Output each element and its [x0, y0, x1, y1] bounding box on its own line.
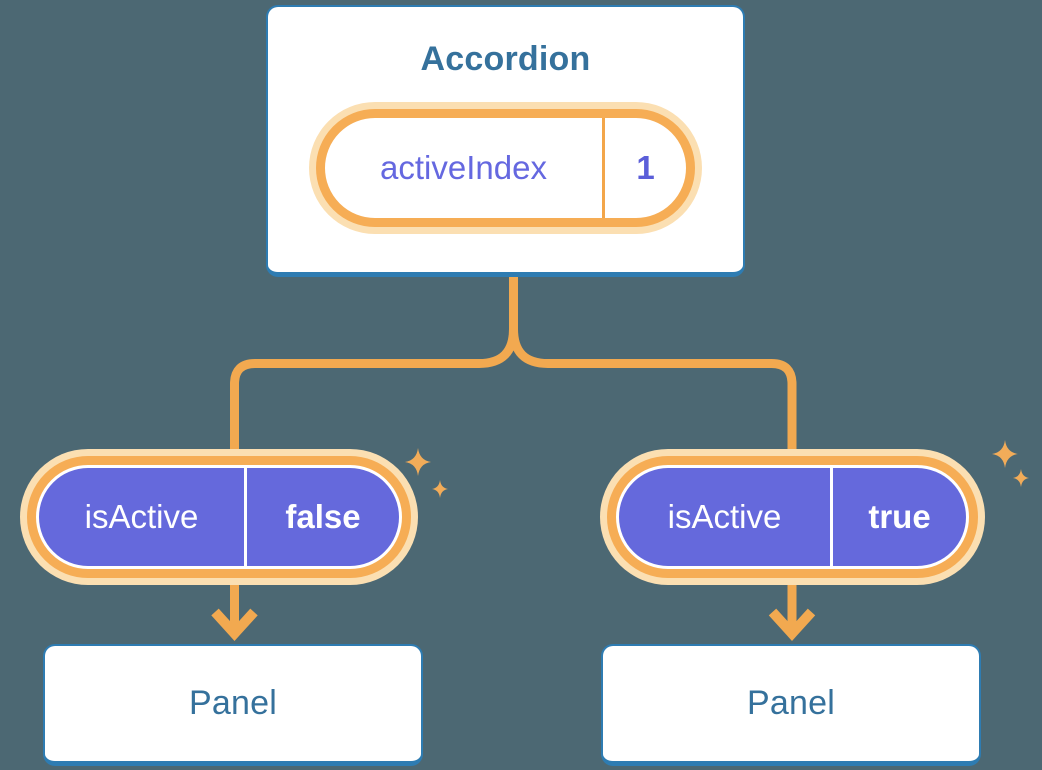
- connector-branch-right: [509, 328, 797, 465]
- sparkle-icon: [1013, 469, 1029, 487]
- pill-divider: [830, 468, 833, 566]
- prop-pill-right-inner: isActive true: [619, 468, 966, 566]
- pill-divider: [602, 118, 605, 218]
- accordion-title: Accordion: [420, 40, 591, 78]
- panel-box-right: Panel: [601, 644, 981, 766]
- prop-pill-left: isActive false: [27, 456, 411, 578]
- state-pill: activeIndex 1: [316, 109, 695, 227]
- accordion-component-box: Accordion activeIndex 1: [266, 5, 745, 277]
- panel-label: Panel: [189, 684, 277, 722]
- sparkle-icon: [432, 480, 448, 498]
- prop-pill-left-inner: isActive false: [39, 468, 399, 566]
- state-value: 1: [636, 149, 655, 186]
- prop-value: false: [285, 498, 361, 535]
- arrow-down-icon: [768, 608, 816, 641]
- pill-divider: [244, 468, 247, 566]
- connector-branch-left: [230, 328, 518, 465]
- panel-box-left: Panel: [43, 644, 423, 766]
- panel-label: Panel: [747, 684, 835, 722]
- arrow-down-icon: [211, 608, 258, 641]
- state-name: activeIndex: [380, 149, 547, 186]
- prop-value: true: [868, 498, 931, 535]
- prop-pill-right: isActive true: [607, 456, 978, 578]
- sparkle-icon: [992, 440, 1018, 468]
- prop-name: isActive: [667, 498, 782, 535]
- sparkle-icon: [405, 448, 431, 476]
- prop-name: isActive: [84, 498, 199, 535]
